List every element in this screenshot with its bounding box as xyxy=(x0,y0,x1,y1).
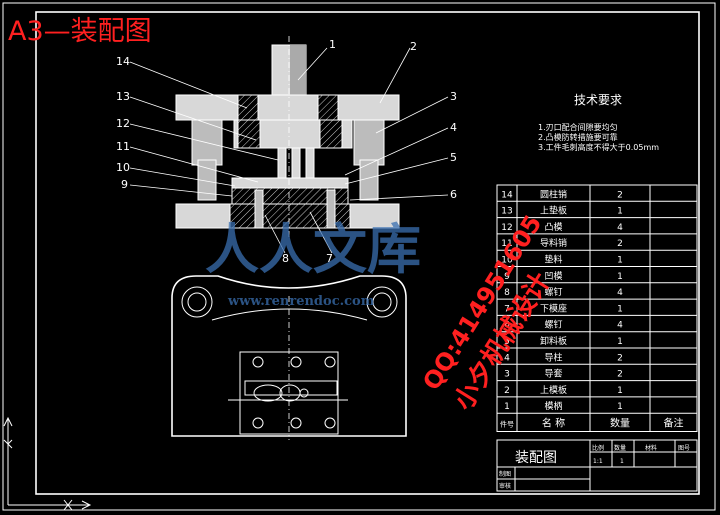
checker-label: 审核 xyxy=(499,482,511,490)
callout-11: 11 xyxy=(116,140,130,153)
bom-header-qty: 数量 xyxy=(610,417,630,430)
bom-row-qty: 1 xyxy=(617,207,623,217)
bom-header-name: 名 称 xyxy=(542,417,565,430)
bom-row-qty: 4 xyxy=(617,288,623,298)
tech-requirement-3: 3.工件毛刺高度不得大于0.05mm xyxy=(538,142,659,152)
bom-row-qty: 2 xyxy=(617,239,623,249)
col-label-material: 材料 xyxy=(645,444,657,452)
callout-2: 2 xyxy=(410,40,417,53)
callout-4: 4 xyxy=(450,121,457,134)
drafter-label: 制图 xyxy=(499,470,511,478)
bom-row-number: 6 xyxy=(504,321,510,331)
bom-row-qty: 1 xyxy=(617,272,623,282)
watermark-site-url: www.renrendoc.com xyxy=(227,294,375,309)
plan-view xyxy=(171,275,407,440)
bom-row-name: 螺钉 xyxy=(544,287,562,298)
bom-row-number: 11 xyxy=(501,239,512,249)
bom-row-name: 模柄 xyxy=(544,400,562,412)
bom-row-name: 凹模 xyxy=(544,271,562,282)
bom-row-name: 导料销 xyxy=(540,237,567,249)
watermarks: 人人文库 www.renrendoc.com QQ:414951605 小夕机械… xyxy=(205,210,557,416)
ucs-axis-icon xyxy=(3,416,92,511)
callout-14: 14 xyxy=(116,55,130,68)
bom-frame xyxy=(496,184,698,432)
col-label-scale: 比例 xyxy=(592,444,604,452)
callout-6: 6 xyxy=(450,188,457,201)
bom-row-qty: 2 xyxy=(617,370,623,380)
callout-10: 10 xyxy=(116,161,130,174)
bom-header-number: 件号 xyxy=(500,420,514,429)
bom-row-number: 12 xyxy=(501,223,512,233)
tech-requirement-2: 2.凸模防转措施要可靠 xyxy=(538,132,618,142)
bom-row-name: 下模座 xyxy=(540,302,567,314)
bom-row-name: 上模板 xyxy=(540,384,567,396)
bom-row-qty: 1 xyxy=(617,386,623,396)
page-title: A3—装配图 xyxy=(8,16,152,47)
bom-row-name: 垫料 xyxy=(544,254,562,266)
count-value: 1 xyxy=(620,458,624,465)
tech-requirements: 技术要求 1.刃口配合间隙要均匀 2.凸模防转措施要可靠 3.工件毛刺高度不得大… xyxy=(538,93,659,152)
bom-row-name: 螺钉 xyxy=(544,320,562,331)
callout-5: 5 xyxy=(450,151,457,164)
inner-frame xyxy=(35,11,700,495)
callout-9: 9 xyxy=(121,178,128,191)
bom-row-number: 7 xyxy=(504,304,510,314)
bom-row-number: 8 xyxy=(504,288,510,298)
bom-header-note: 备注 xyxy=(664,417,684,430)
bom-row-qty: 2 xyxy=(617,190,623,200)
bom-row-number: 10 xyxy=(501,256,513,266)
bom-row-name: 凸模 xyxy=(544,222,562,233)
callout-numbers: 1 2 3 4 5 6 7 8 9 10 11 12 13 14 xyxy=(116,38,457,265)
watermark-site-brand: 人人文库 xyxy=(205,217,421,281)
tech-requirement-1: 1.刃口配合间隙要均匀 xyxy=(538,122,618,132)
callout-1: 1 xyxy=(329,38,336,51)
col-label-drawing-no: 图号 xyxy=(678,445,690,452)
callout-13: 13 xyxy=(116,90,130,103)
callout-12: 12 xyxy=(116,117,130,130)
bom-row-number: 1 xyxy=(504,402,510,412)
bom-row-number: 5 xyxy=(504,337,510,347)
callout-7: 7 xyxy=(326,252,333,265)
bom-row-qty: 2 xyxy=(617,353,623,363)
bom-row-number: 14 xyxy=(501,190,513,200)
bom-row-name: 导柱 xyxy=(544,351,562,363)
bom-row-name: 卸料板 xyxy=(540,335,567,347)
col-label-count: 数量 xyxy=(614,444,626,452)
leader-lines xyxy=(129,47,449,254)
bom-row-number: 13 xyxy=(501,207,512,217)
callout-8: 8 xyxy=(282,252,289,265)
bom-row-name: 上垫板 xyxy=(540,205,567,217)
bom-row-qty: 4 xyxy=(617,223,623,233)
bom-row-number: 4 xyxy=(504,353,510,363)
bom-row-name: 导套 xyxy=(544,368,562,380)
tech-requirements-title: 技术要求 xyxy=(574,93,622,107)
front-section-view xyxy=(175,36,400,240)
drawing-name: 装配图 xyxy=(515,450,557,466)
bom-row-qty: 1 xyxy=(617,256,623,266)
scale-value: 1:1 xyxy=(593,458,603,465)
bom-row-number: 2 xyxy=(504,386,510,396)
bom-row-name: 圆柱销 xyxy=(540,188,567,200)
bom-row-qty: 1 xyxy=(617,304,623,314)
bom-row-number: 3 xyxy=(504,370,510,380)
bom-row-qty: 4 xyxy=(617,321,623,331)
title-block: 装配图 比例 数量 材料 图号 1:1 1 制图 审核 xyxy=(496,439,698,492)
bom-row-qty: 1 xyxy=(617,402,623,412)
bom-row-number: 9 xyxy=(504,272,510,282)
bom-row-qty: 1 xyxy=(617,337,623,347)
callout-3: 3 xyxy=(450,90,457,103)
